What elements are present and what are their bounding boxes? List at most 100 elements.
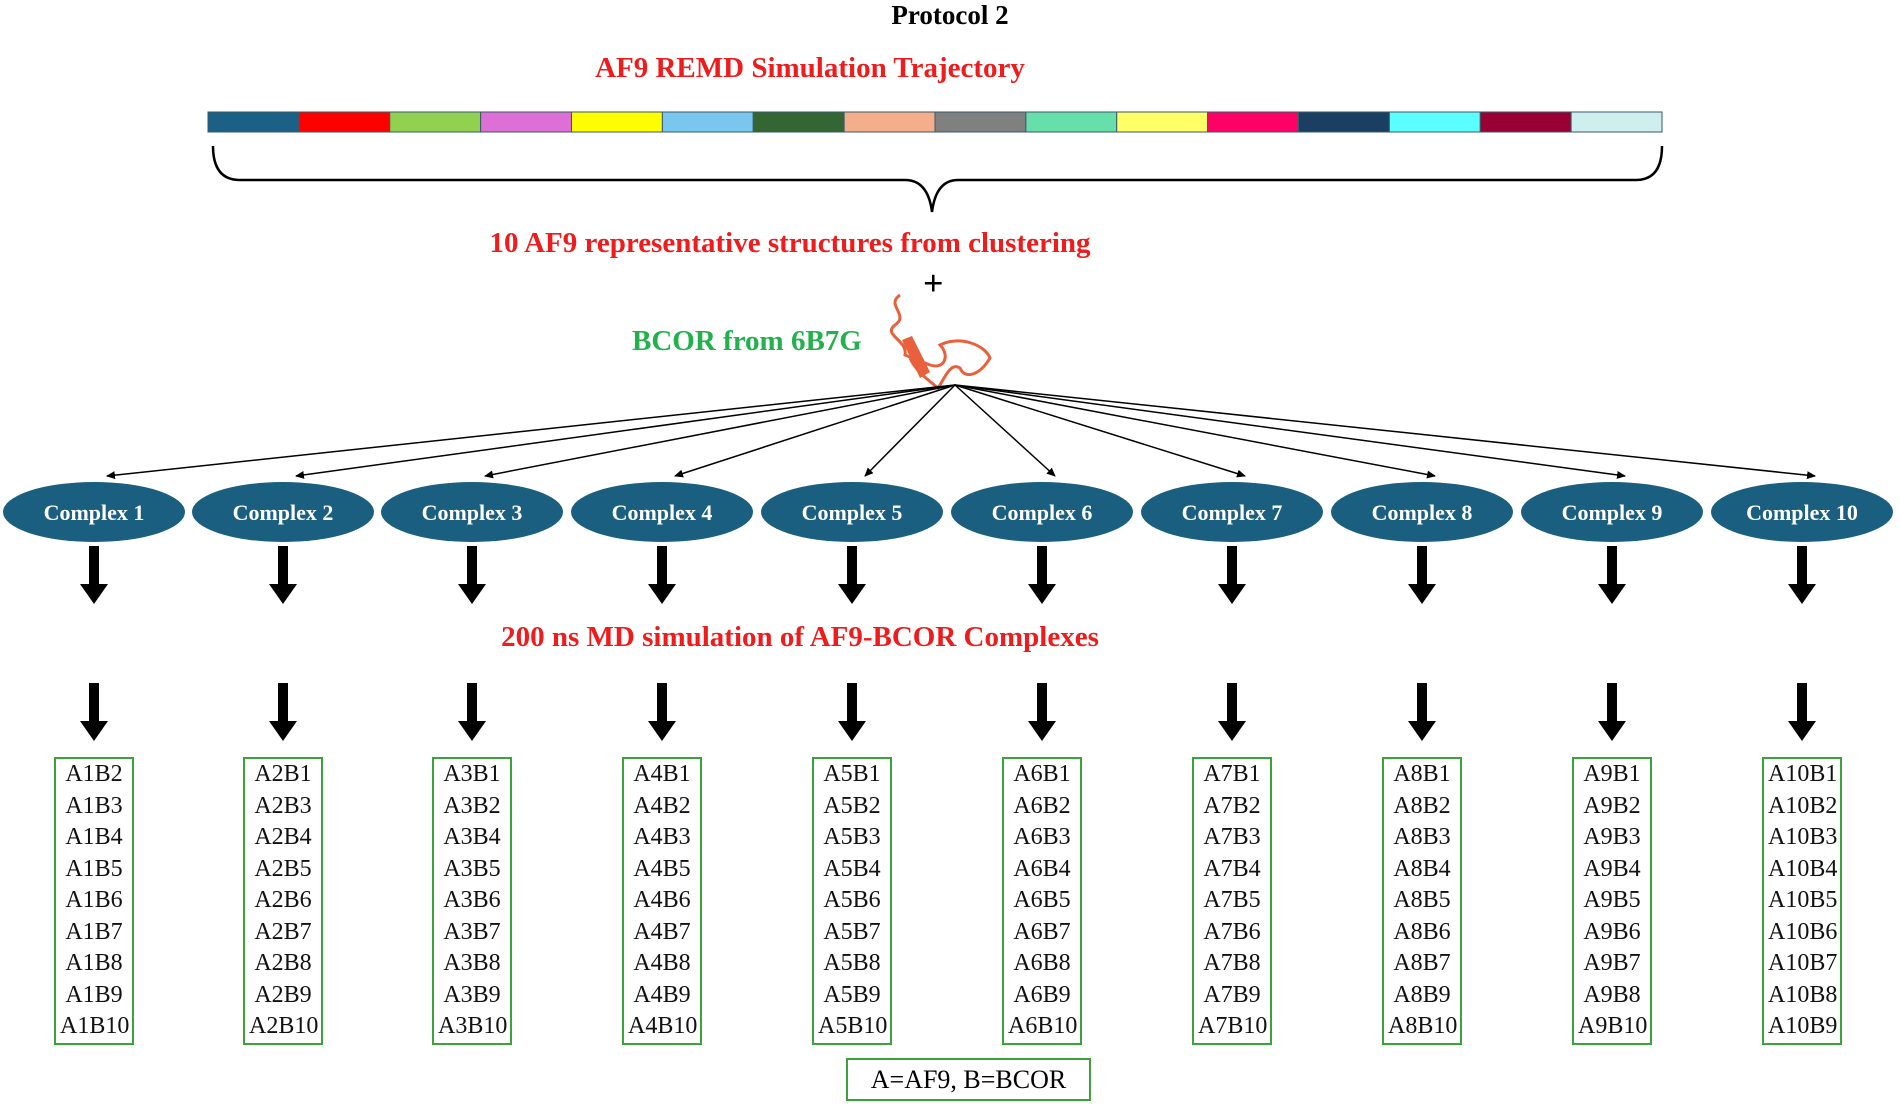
down-arrow [458, 683, 486, 741]
pair-item: A10B9 [1768, 1013, 1838, 1039]
down-arrow [1598, 683, 1626, 741]
trajectory-segment [1116, 111, 1209, 133]
pair-item: A2B10 [249, 1013, 319, 1039]
down-arrow [1408, 546, 1436, 604]
fan-arrow [864, 384, 956, 477]
pair-item: A1B9 [65, 981, 123, 1008]
complex-label: Complex 1 [44, 500, 145, 525]
trajectory-segment [843, 111, 936, 133]
complex-node [192, 482, 374, 542]
trajectory-segment [934, 111, 1027, 133]
pair-item: A6B4 [1013, 855, 1071, 882]
pair-item: A1B8 [65, 950, 123, 976]
pair-item: A2B7 [254, 918, 312, 945]
pair-item: A7B5 [1203, 887, 1261, 913]
pair-item: A9B5 [1583, 887, 1641, 913]
trajectory-brace [211, 145, 1664, 213]
down-arrow [1028, 683, 1056, 741]
pair-item: A2B8 [254, 950, 312, 976]
trajectory-segment [207, 111, 300, 133]
diagram-title: Protocol 2 [891, 0, 1009, 30]
pair-item: A3B2 [443, 792, 501, 819]
complex-node [1331, 482, 1513, 542]
complex-node [761, 482, 943, 542]
pair-item: A9B6 [1583, 918, 1641, 945]
pair-item: A8B4 [1393, 855, 1451, 882]
pair-item: A9B8 [1583, 981, 1641, 1008]
fan-out-arrows [106, 384, 1816, 480]
complex-node [381, 482, 563, 542]
pair-item: A5B4 [823, 855, 881, 882]
pair-item: A8B9 [1393, 981, 1451, 1008]
pair-item: A7B3 [1203, 824, 1261, 850]
pair-item: A10B4 [1768, 855, 1838, 882]
trajectory-segment [480, 111, 572, 133]
pair-item: A1B4 [65, 824, 123, 850]
pair-item: A7B2 [1203, 792, 1261, 819]
pair-item: A8B7 [1393, 950, 1451, 976]
fan-arrow [954, 384, 1436, 479]
pair-item: A4B1 [633, 761, 691, 787]
pair-item: A5B8 [823, 950, 881, 976]
pair-item: A8B10 [1388, 1013, 1458, 1039]
pair-item: A10B2 [1768, 792, 1838, 819]
complex-node [1521, 482, 1703, 542]
down-arrow [648, 546, 676, 604]
complex-label: Complex 5 [802, 500, 903, 525]
pair-item: A3B9 [443, 981, 501, 1008]
fan-arrow [954, 384, 1246, 478]
pair-item: A1B5 [65, 855, 123, 882]
pair-item: A8B5 [1393, 887, 1451, 913]
pair-item: A6B10 [1008, 1013, 1078, 1039]
complex-label: Complex 2 [233, 500, 334, 525]
pair-item: A4B7 [633, 918, 691, 945]
pair-item: A6B2 [1013, 792, 1071, 819]
down-arrow [458, 546, 486, 604]
cluster-label: 10 AF9 representative structures from cl… [489, 227, 1091, 259]
pair-item: A9B4 [1583, 855, 1641, 882]
pair-item: A2B6 [254, 887, 312, 913]
down-arrow [838, 546, 866, 604]
complex-node [571, 482, 753, 542]
pair-item: A6B9 [1013, 981, 1071, 1008]
fan-arrow [954, 384, 1056, 477]
pair-item: A6B3 [1013, 824, 1071, 850]
pair-item: A4B10 [628, 1013, 698, 1039]
pair-item: A5B6 [823, 887, 881, 913]
down-arrow [1788, 683, 1816, 741]
complex-label: Complex 8 [1372, 500, 1473, 525]
trajectory-segment [389, 111, 482, 133]
pair-item: A3B8 [443, 950, 501, 976]
pair-item: A1B3 [65, 792, 123, 819]
pair-item: A6B8 [1013, 950, 1071, 976]
pair-item: A10B6 [1768, 918, 1838, 945]
pair-item: A4B5 [633, 855, 691, 882]
trajectory-segment [752, 111, 845, 133]
pair-item: A10B1 [1768, 761, 1838, 787]
complex-node [951, 482, 1133, 542]
complex-label: Complex 6 [992, 500, 1093, 525]
complex-label: Complex 10 [1746, 500, 1858, 525]
pair-item: A1B2 [65, 761, 123, 787]
pair-item: A9B1 [1583, 761, 1641, 787]
down-arrow [80, 546, 108, 604]
pair-item: A7B4 [1203, 855, 1261, 882]
pair-item: A8B3 [1393, 824, 1451, 850]
pair-item: A4B8 [633, 950, 691, 976]
fan-arrow [954, 384, 1626, 479]
pair-item: A5B2 [823, 792, 881, 819]
pair-item: A7B9 [1203, 981, 1261, 1008]
bcor-structure-icon [890, 293, 992, 391]
trajectory-segment [298, 111, 391, 133]
trajectory-segment [1388, 111, 1481, 133]
pair-item: A5B7 [823, 918, 881, 945]
pair-item: A4B9 [633, 981, 691, 1008]
down-arrows [80, 546, 1816, 741]
pair-item: A10B3 [1768, 824, 1838, 850]
